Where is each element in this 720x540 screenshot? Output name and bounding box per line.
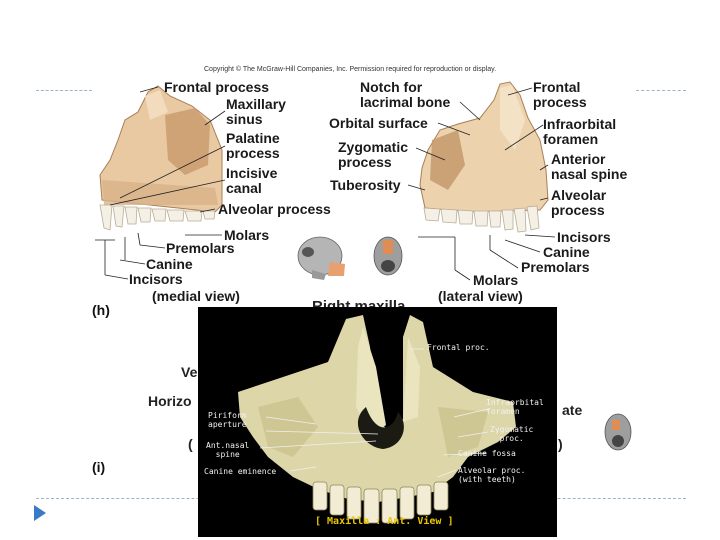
label-premolars-lateral: Premolars: [521, 260, 589, 275]
label-lateral-view: (lateral view): [438, 289, 523, 304]
panel-label-i: (i): [92, 459, 105, 475]
label-maxillary-sinus: Maxillary sinus: [226, 97, 286, 127]
skull-inferior-icon-right: [605, 414, 631, 450]
label-zygomatic-process: Zygomatic process: [338, 140, 408, 170]
label-frontal-process-medial: Frontal process: [164, 80, 269, 95]
label-canine-lateral: Canine: [543, 245, 590, 260]
skull-lateral-icon: [298, 237, 345, 280]
photo-label-canine-fossa: Canine fossa: [458, 449, 516, 458]
bg-text-ate: ate: [562, 402, 582, 418]
label-alveolar-process-medial: Alveolar process: [218, 202, 331, 217]
label-incisors-medial: Incisors: [129, 272, 183, 287]
label-orbital-surface: Orbital surface: [329, 116, 428, 131]
photo-label-alveolar-proc: Alveolar proc. (with teeth): [458, 466, 525, 484]
label-medial-view: (medial view): [152, 289, 240, 304]
label-alveolar-process-lateral: Alveolar process: [551, 188, 606, 218]
photo-caption: [ Maxilla : Ant. View ]: [315, 516, 453, 527]
photo-label-frontal-proc: Frontal proc.: [427, 343, 490, 352]
bg-text-paren: (: [188, 436, 193, 452]
bg-text-horizo: Horizo: [148, 393, 192, 409]
label-molars-lateral: Molars: [473, 273, 518, 288]
bg-text-ve: Ve: [181, 364, 197, 380]
bg-text-paren-close: ): [558, 436, 563, 452]
photo-label-infraorbital-foramen: Infraorbital foramen: [486, 398, 544, 416]
label-incisors-lateral: Incisors: [557, 230, 611, 245]
skull-inferior-icon: [374, 237, 402, 275]
maxilla-anterior-photo: Frontal proc. Piriform aperture Ant.nasa…: [198, 307, 557, 537]
label-infraorbital-foramen: Infraorbital foramen: [543, 117, 616, 147]
label-anterior-nasal-spine: Anterior nasal spine: [551, 152, 627, 182]
label-premolars-medial: Premolars: [166, 241, 234, 256]
panel-label-h: (h): [92, 302, 110, 318]
label-incisive-canal: Incisive canal: [226, 166, 277, 196]
photo-label-zygomatic-proc: Zygomatic proc.: [490, 425, 533, 443]
photo-label-piriform-aperture: Piriform aperture: [208, 411, 247, 429]
medial-maxilla-drawing: [100, 86, 222, 230]
label-notch-lacrimal-bone: Notch for lacrimal bone: [360, 80, 450, 110]
label-palatine-process: Palatine process: [226, 131, 280, 161]
label-frontal-process-lateral: Frontal process: [533, 80, 587, 110]
maxilla-photo-drawing: [198, 307, 557, 537]
photo-label-ant-nasal-spine: Ant.nasal spine: [206, 441, 249, 459]
label-canine-medial: Canine: [146, 257, 193, 272]
photo-label-canine-eminence: Canine eminence: [204, 467, 276, 476]
label-tuberosity: Tuberosity: [330, 178, 401, 193]
